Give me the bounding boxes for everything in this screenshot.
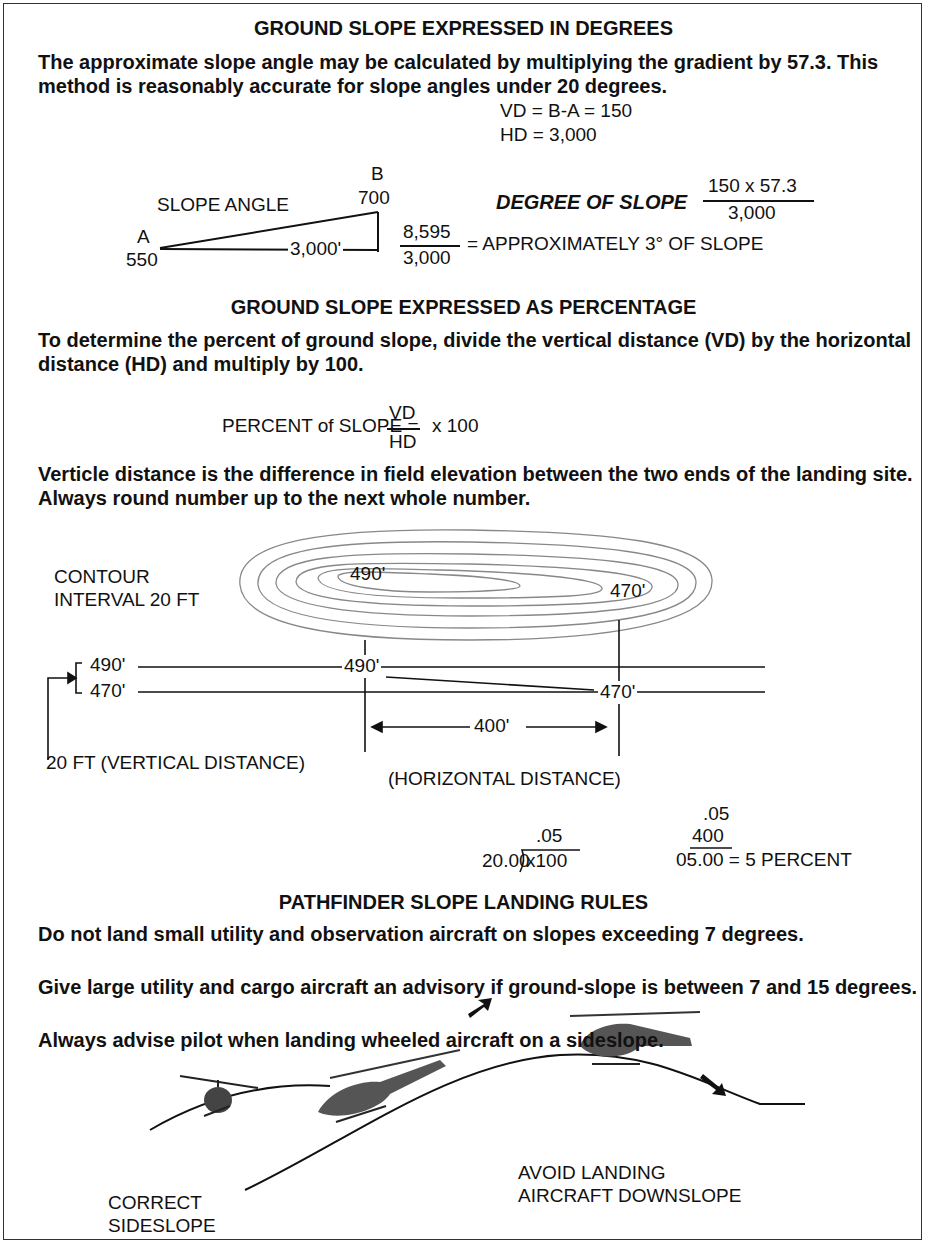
math: x100 bbox=[526, 850, 567, 873]
paragraph: The approximate slope angle may be calcu… bbox=[38, 50, 908, 98]
paragraph: To determine the percent of ground slope… bbox=[38, 328, 918, 376]
elevation-label: 470' bbox=[90, 680, 125, 703]
dimension: 20 FT (VERTICAL DISTANCE) bbox=[46, 752, 305, 775]
numerator: 8,595 bbox=[403, 221, 451, 244]
math: .05 bbox=[703, 803, 729, 826]
point-label: B bbox=[371, 163, 384, 186]
numerator: 150 x 57.3 bbox=[708, 175, 797, 198]
math: 400 bbox=[692, 825, 724, 848]
formula-label: DEGREE OF SLOPE bbox=[496, 190, 687, 214]
helicopter-scene bbox=[150, 998, 805, 1190]
rule: Do not land small utility and observatio… bbox=[38, 922, 920, 946]
section-heading: GROUND SLOPE EXPRESSED IN DEGREES bbox=[0, 16, 927, 40]
dimension: 3,000' bbox=[288, 238, 343, 261]
elevation-label: 550 bbox=[126, 249, 158, 272]
math: .05 bbox=[536, 825, 562, 848]
denominator: HD bbox=[389, 431, 416, 454]
point-label: A bbox=[137, 226, 150, 249]
dimension: 400' bbox=[474, 715, 509, 738]
rule: Always advise pilot when landing wheeled… bbox=[38, 1028, 927, 1052]
note: CONTOUR INTERVAL 20 FT bbox=[54, 566, 204, 612]
math: 20.00 bbox=[482, 850, 530, 873]
elevation-label: 700 bbox=[358, 187, 390, 210]
helicopter-front bbox=[180, 1076, 258, 1116]
elevation-lines bbox=[48, 620, 765, 760]
helicopter-downslope bbox=[570, 1012, 726, 1096]
formula: HD = 3,000 bbox=[500, 124, 597, 147]
elevation-label: 490' bbox=[90, 654, 125, 677]
paragraph: Verticle distance is the difference in f… bbox=[38, 462, 918, 510]
slope-triangle bbox=[160, 212, 378, 252]
contour-label: 490' bbox=[350, 563, 385, 586]
contour-label: 470' bbox=[610, 580, 645, 603]
formula: VD = B-A = 150 bbox=[500, 100, 632, 123]
elevation-label: 470' bbox=[598, 681, 637, 704]
math: 05.00 = 5 PERCENT bbox=[676, 849, 852, 872]
section-heading: PATHFINDER SLOPE LANDING RULES bbox=[0, 890, 927, 914]
denominator: 3,000 bbox=[403, 247, 451, 270]
formula: x 100 bbox=[432, 415, 478, 438]
slope-label: SLOPE ANGLE bbox=[157, 194, 289, 217]
elevation-label: 490' bbox=[342, 655, 381, 678]
caption-label: AVOID LANDING AIRCRAFT DOWNSLOPE bbox=[518, 1162, 748, 1208]
result: = APPROXIMATELY 3° OF SLOPE bbox=[467, 233, 763, 256]
contour-lines bbox=[240, 530, 712, 640]
section-heading: GROUND SLOPE EXPRESSED AS PERCENTAGE bbox=[0, 295, 927, 319]
numerator: VD bbox=[389, 402, 415, 425]
caption-label: CORRECT SIDESLOPE bbox=[108, 1192, 258, 1238]
denominator: 3,000 bbox=[728, 202, 776, 225]
helicopter-sideslope bbox=[318, 998, 492, 1122]
dimension: (HORIZONTAL DISTANCE) bbox=[388, 768, 621, 791]
rule: Give large utility and cargo aircraft an… bbox=[38, 975, 920, 999]
